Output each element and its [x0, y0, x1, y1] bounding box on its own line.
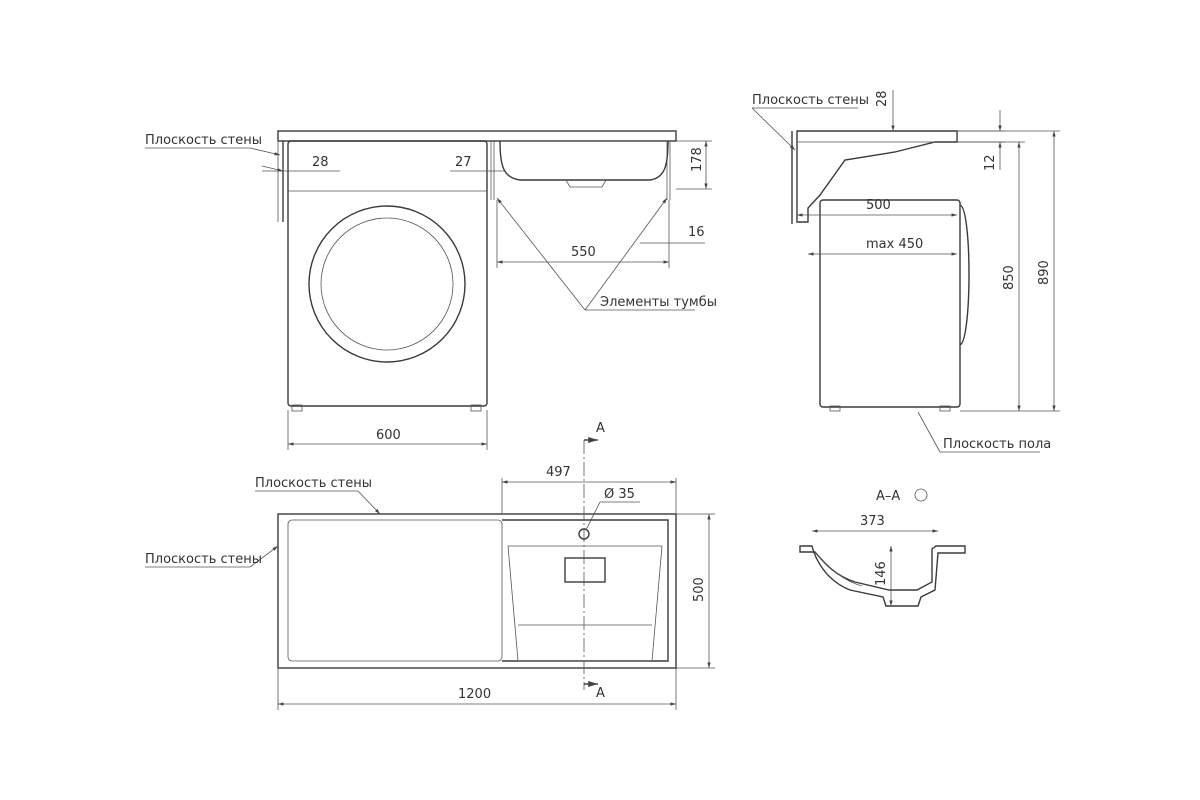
dim-600: 600	[376, 428, 401, 443]
front-bowl	[499, 140, 669, 181]
plan-shelf-area	[287, 519, 503, 662]
plan-dim-500: 500	[692, 577, 707, 602]
plan-dim-hole: Ø 35	[604, 487, 635, 502]
side-view: 28 12 500 max 450 850 890 Плоскость стен…	[751, 90, 1060, 453]
plan-dim-1200: 1200	[458, 687, 491, 702]
label-floor-plane: Плоскость пола	[943, 437, 1051, 452]
plan-bowl-outer	[502, 519, 669, 662]
plan-overflow	[564, 557, 606, 583]
section-dim-373: 373	[860, 514, 885, 529]
side-machine-door	[959, 204, 970, 346]
dim-28: 28	[312, 155, 329, 170]
side-dim-12: 12	[983, 154, 998, 171]
section-mark-top: А	[596, 421, 605, 436]
section-mark-bottom: А	[596, 686, 605, 701]
plan-countertop	[277, 513, 677, 669]
dim-178: 178	[690, 147, 705, 172]
side-dim-850: 850	[1002, 265, 1017, 290]
section-title-symbol	[914, 488, 928, 502]
label-wall-plane-side: Плоскость стены	[752, 93, 869, 108]
front-countertop	[277, 130, 677, 142]
section-view: А–А 373 146	[799, 488, 966, 607]
machine-foot-right	[470, 404, 482, 412]
label-wall-plane-front: Плоскость стены	[145, 133, 262, 148]
plan-bowl-inner	[507, 545, 663, 662]
dim-16: 16	[688, 225, 705, 240]
machine-foot-left	[291, 404, 303, 412]
label-cabinet-elements: Элементы тумбы	[600, 295, 717, 310]
section-dim-146: 146	[874, 561, 889, 586]
machine-door-inner	[320, 217, 454, 351]
front-view: 28 27 178 550 16 600 Плоскость стены Эле…	[145, 130, 717, 450]
side-dim-500: 500	[866, 198, 891, 213]
side-dim-max450: max 450	[866, 237, 923, 252]
dim-27: 27	[455, 155, 472, 170]
dim-550: 550	[571, 245, 596, 260]
side-dim-890: 890	[1037, 260, 1052, 285]
side-machine-body	[819, 199, 961, 408]
side-countertop	[796, 130, 958, 223]
washing-machine-body	[287, 140, 488, 407]
section-profile	[799, 545, 966, 607]
section-title: А–А	[876, 489, 900, 504]
label-wall-plane-plan-top: Плоскость стены	[255, 476, 372, 491]
plan-view: А А 497 Ø 35 500 1200 Плоскость стены Пл…	[145, 421, 715, 710]
plan-dim-497: 497	[546, 465, 571, 480]
front-bowl-drain	[565, 179, 607, 188]
machine-door-outer	[308, 205, 466, 363]
label-wall-plane-plan-left: Плоскость стены	[145, 552, 262, 567]
side-dim-28: 28	[875, 90, 890, 107]
